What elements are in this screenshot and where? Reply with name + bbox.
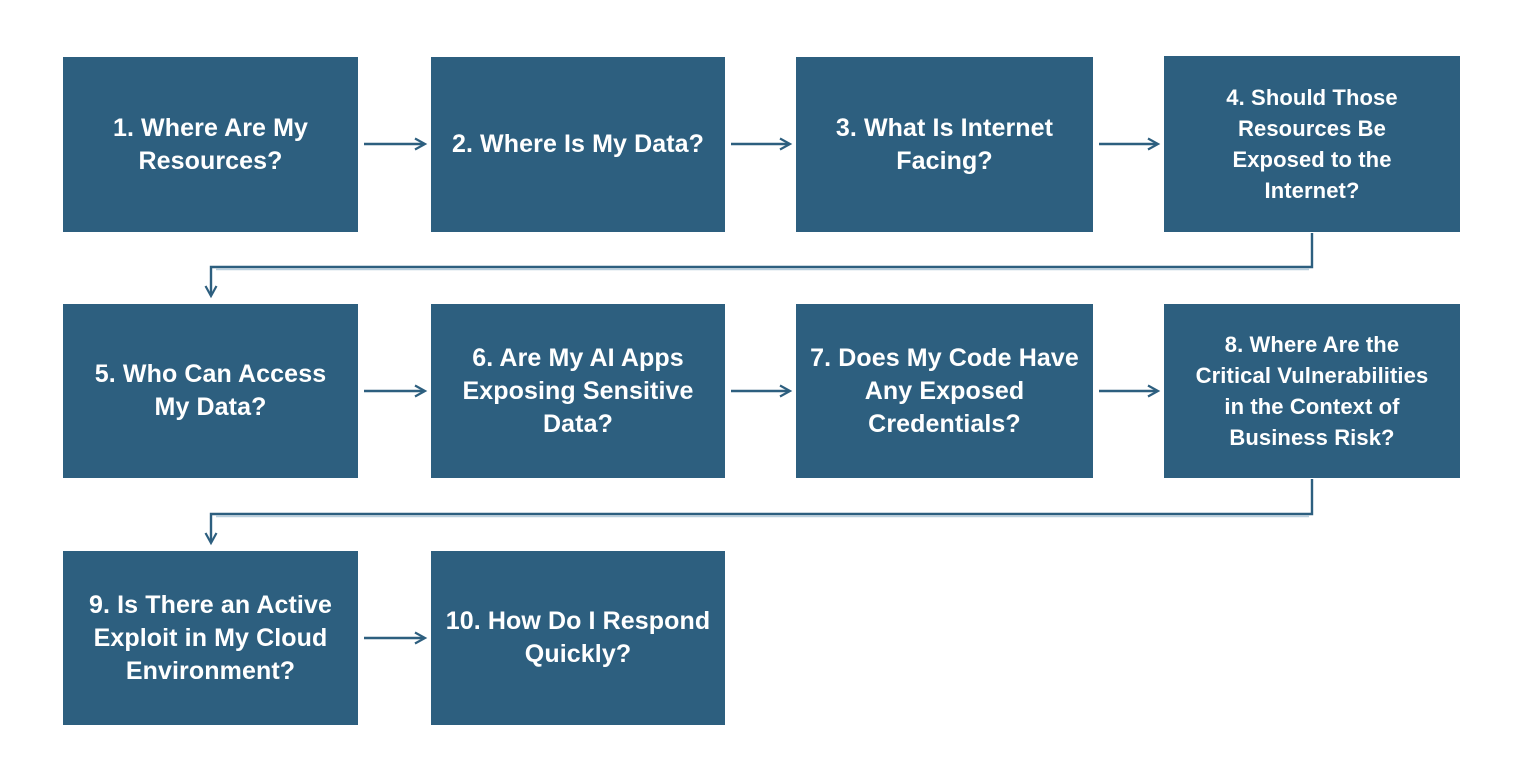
flow-node-9: 9. Is There an Active Exploit in My Clou… <box>63 551 358 725</box>
flow-node-7: 7. Does My Code Have Any Exposed Credent… <box>796 304 1093 478</box>
connector-4-to-5 <box>204 233 1314 299</box>
flow-node-8: 8. Where Are the Critical Vulnerabilitie… <box>1164 304 1460 478</box>
flow-node-2: 2. Where Is My Data? <box>431 57 725 232</box>
flow-node-1: 1. Where Are My Resources? <box>63 57 358 232</box>
flow-node-3: 3. What Is Internet Facing? <box>796 57 1093 232</box>
flow-node-5: 5. Who Can Access My Data? <box>63 304 358 478</box>
flow-node-6: 6. Are My AI Apps Exposing Sensitive Dat… <box>431 304 725 478</box>
connector-8-to-9 <box>204 479 1314 546</box>
flow-node-4: 4. Should Those Resources Be Exposed to … <box>1164 56 1460 232</box>
flow-node-10: 10. How Do I Respond Quickly? <box>431 551 725 725</box>
